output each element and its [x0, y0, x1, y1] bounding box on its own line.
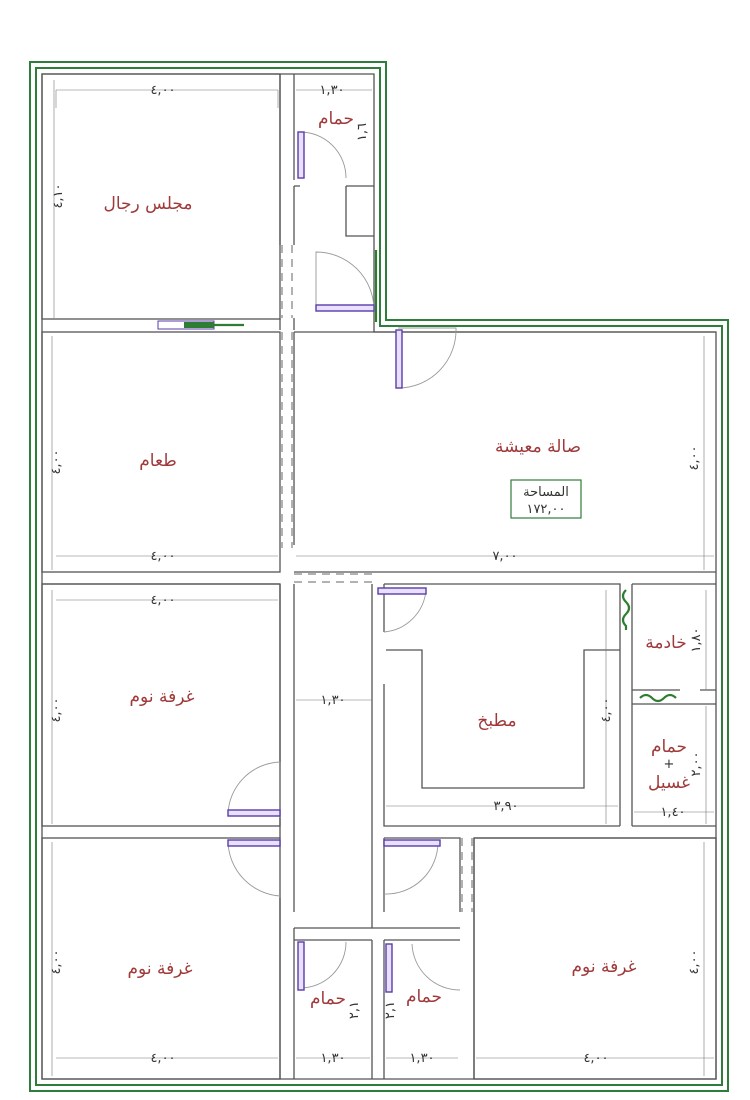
- dim-maid-height: ١,٨٠: [689, 627, 704, 652]
- dim-bath-b1-height: ٢,١: [347, 1001, 362, 1019]
- windows-and-vents: [157, 250, 677, 703]
- room-label-bath-laundry-plus: +: [664, 757, 675, 772]
- area-frame: [510, 479, 582, 519]
- dim-bath-top-width: ١,٣٠: [319, 83, 344, 98]
- room-label-bedroom-3: غرفة نوم: [572, 957, 637, 977]
- room-label-bedroom-1: غرفة نوم: [130, 687, 195, 707]
- dim-dining-width: ٤,٠٠: [150, 549, 175, 564]
- room-label-bath-laundry-2: غسيل: [648, 773, 690, 793]
- dim-bath-top-height: ١,٦: [355, 123, 370, 141]
- room-label-kitchen: مطبخ: [477, 711, 516, 731]
- doors: [227, 131, 461, 993]
- room-label-living: صالة معيشة: [495, 437, 581, 457]
- dimension-labels: ٤,٠٠ ٤,١٠ ١,٣٠ ١,٦ ٤,٠٠ ٤,٠٠ ٧,٠٠ ٤,٠٠ ٤…: [49, 83, 704, 1066]
- area-value: ١٧٢,٠٠: [526, 502, 565, 517]
- open-passages: [281, 245, 473, 912]
- dim-bed2-width: ٤,٠٠: [150, 1051, 175, 1066]
- area-label: المساحة: [523, 485, 569, 500]
- area-box: المساحة ١٧٢,٠٠: [510, 479, 582, 519]
- dim-bed3-height: ٤,٠٠: [687, 949, 702, 974]
- dim-bath-b1-width: ١,٣٠: [320, 1051, 345, 1066]
- dim-bed2-height: ٤,٠٠: [49, 949, 64, 974]
- exterior-outline: [29, 61, 729, 1092]
- dim-bath-b2-height: ٢,١: [383, 1001, 398, 1019]
- dimension-lines: [51, 80, 714, 1076]
- room-label-bath-laundry-1: حمام: [651, 737, 687, 757]
- room-label-bath-bottom-2: حمام: [406, 987, 442, 1007]
- dim-bath-laundry-width: ١,٤٠: [660, 805, 685, 820]
- dim-bath-laundry-height: ٢,٠٠: [689, 751, 704, 776]
- room-label-bath-top: حمام: [318, 109, 354, 129]
- interior-walls: [41, 73, 717, 1080]
- dim-dining-height: ٤,٠٠: [49, 449, 64, 474]
- room-label-majlis: مجلس رجال: [103, 194, 192, 214]
- room-label-bedroom-2: غرفة نوم: [128, 959, 193, 979]
- dim-bed1-width: ٤,٠٠: [150, 593, 175, 608]
- dim-living-height: ٤,٠٠: [687, 445, 702, 470]
- room-label-bath-bottom-1: حمام: [310, 989, 346, 1009]
- room-label-dining: طعام: [139, 451, 176, 471]
- room-label-maid: خادمة: [645, 633, 686, 653]
- dim-majlis-height: ٤,١٠: [51, 183, 66, 208]
- dim-corridor-width: ١,٣٠: [320, 693, 345, 708]
- room-labels: مجلس رجال حمام طعام صالة معيشة غرفة نوم …: [103, 109, 690, 1009]
- dim-living-width: ٧,٠٠: [492, 549, 517, 564]
- dim-bed3-width: ٤,٠٠: [583, 1051, 608, 1066]
- dim-kitchen-width: ٣,٩٠: [493, 799, 518, 814]
- dim-majlis-width: ٤,٠٠: [150, 83, 175, 98]
- dim-bed1-height: ٤,٠٠: [49, 697, 64, 722]
- dim-bath-b2-width: ١,٣٠: [409, 1051, 434, 1066]
- dim-kitchen-height: ٤,٠٠: [599, 697, 614, 722]
